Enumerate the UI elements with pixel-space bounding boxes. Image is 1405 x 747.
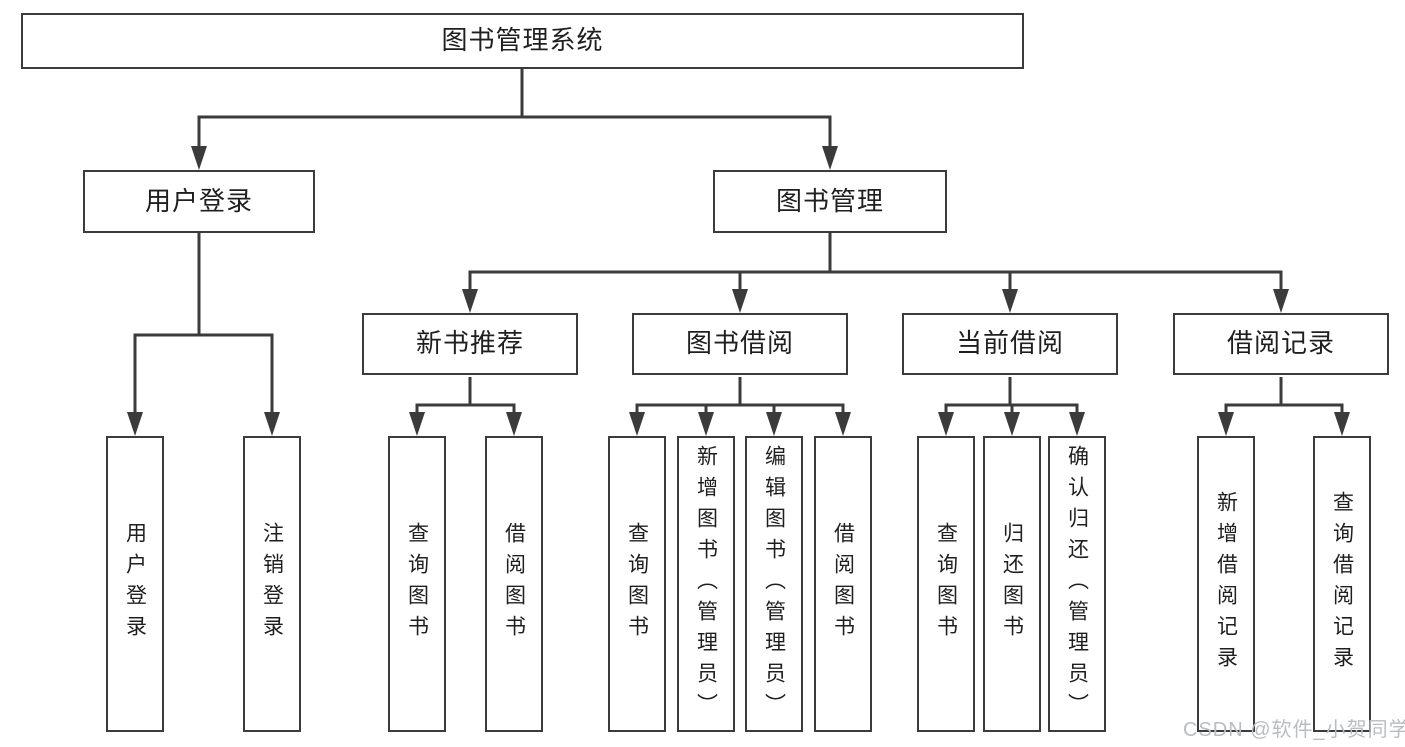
arrow-down-icon <box>732 289 748 313</box>
arrow-down-icon <box>462 289 478 313</box>
leaf-query-books-recommend-label: 查询图书 <box>405 522 429 646</box>
arrow-down-icon <box>191 146 207 170</box>
leaf-confirm-return-admin-label: 确认归还（管理员） <box>1065 444 1089 724</box>
leaf-add-book-admin-label: 新增图书（管理员） <box>694 444 718 724</box>
arrow-down-icon <box>506 412 522 436</box>
arrow-down-icon <box>1004 412 1020 436</box>
node-root: 图书管理系统 <box>21 13 1024 69</box>
node-book-borrowing: 图书借阅 <box>632 313 848 375</box>
node-user-login-label: 用户登录 <box>144 185 253 216</box>
arrow-down-icon <box>127 412 143 436</box>
leaf-borrow-books-recommend: 借阅图书 <box>485 436 543 732</box>
arrow-down-icon <box>1273 289 1289 313</box>
node-book-management-label: 图书管理 <box>775 185 884 216</box>
leaf-add-borrow-record-label: 新增借阅记录 <box>1214 491 1238 677</box>
leaf-user-login: 用户登录 <box>106 436 164 732</box>
node-book-borrowing-label: 图书借阅 <box>685 328 794 359</box>
arrow-down-icon <box>1334 412 1350 436</box>
leaf-query-borrow-record-label: 查询借阅记录 <box>1330 491 1354 677</box>
leaf-query-books-current: 查询图书 <box>917 436 975 732</box>
arrow-down-icon <box>766 412 782 436</box>
leaf-query-books-borrow: 查询图书 <box>608 436 666 732</box>
node-book-management: 图书管理 <box>713 170 947 233</box>
node-borrowing-records: 借阅记录 <box>1173 313 1389 375</box>
leaf-return-book-label: 归还图书 <box>1000 522 1024 646</box>
leaf-add-book-admin: 新增图书（管理员） <box>677 436 735 732</box>
leaf-borrow-books-borrow: 借阅图书 <box>814 436 872 732</box>
node-new-book-recommendation-label: 新书推荐 <box>415 328 524 359</box>
node-current-borrowing: 当前借阅 <box>902 313 1118 375</box>
leaf-confirm-return-admin: 确认归还（管理员） <box>1048 436 1106 732</box>
leaf-query-books-borrow-label: 查询图书 <box>625 522 649 646</box>
leaf-borrow-books-recommend-label: 借阅图书 <box>502 522 526 646</box>
node-root-label: 图书管理系统 <box>441 25 604 56</box>
arrow-down-icon <box>629 412 645 436</box>
leaf-logout-label: 注销登录 <box>260 522 284 646</box>
leaf-user-login-label: 用户登录 <box>123 522 147 646</box>
node-borrowing-records-label: 借阅记录 <box>1226 328 1335 359</box>
arrow-down-icon <box>1002 289 1018 313</box>
arrow-down-icon <box>938 412 954 436</box>
leaf-logout: 注销登录 <box>243 436 301 732</box>
leaf-borrow-books-borrow-label: 借阅图书 <box>831 522 855 646</box>
arrow-down-icon <box>822 146 838 170</box>
arrow-down-icon <box>1069 412 1085 436</box>
arrow-down-icon <box>409 412 425 436</box>
arrow-down-icon <box>264 412 280 436</box>
watermark: CSDN @软件_小贺同学 <box>1183 719 1405 741</box>
leaf-query-borrow-record: 查询借阅记录 <box>1313 436 1371 732</box>
leaf-query-books-recommend: 查询图书 <box>388 436 446 732</box>
leaf-query-books-current-label: 查询图书 <box>934 522 958 646</box>
leaf-edit-book-admin-label: 编辑图书（管理员） <box>762 444 786 724</box>
leaf-add-borrow-record: 新增借阅记录 <box>1197 436 1255 732</box>
node-user-login: 用户登录 <box>83 170 315 233</box>
node-current-borrowing-label: 当前借阅 <box>955 328 1064 359</box>
arrow-down-icon <box>1218 412 1234 436</box>
leaf-edit-book-admin: 编辑图书（管理员） <box>745 436 803 732</box>
arrow-down-icon <box>835 412 851 436</box>
node-new-book-recommendation: 新书推荐 <box>362 313 578 375</box>
arrow-down-icon <box>698 412 714 436</box>
leaf-return-book: 归还图书 <box>983 436 1041 732</box>
